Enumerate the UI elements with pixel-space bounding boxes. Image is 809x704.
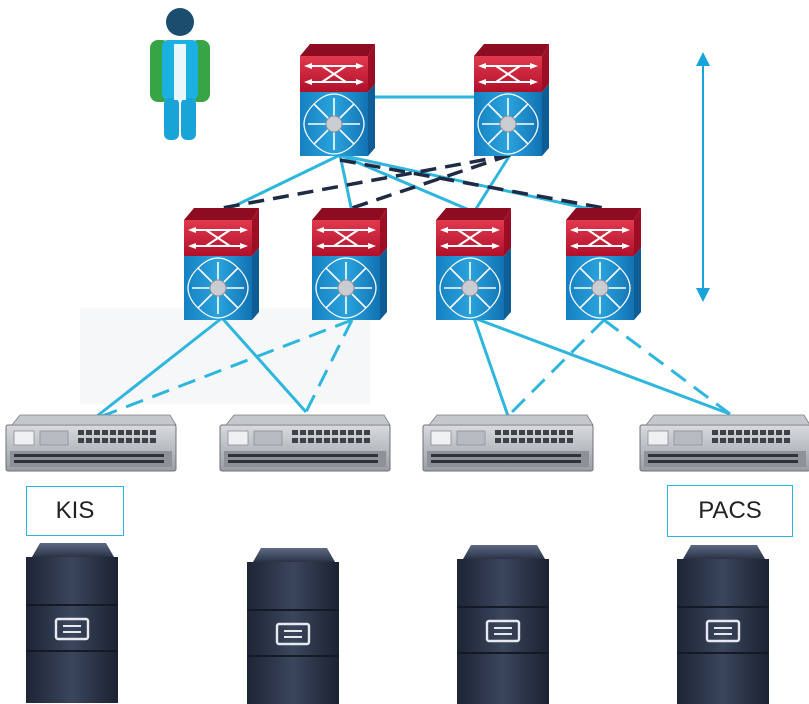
agg-switch-4 <box>565 207 642 321</box>
scale-arrow <box>696 52 710 302</box>
kis-label: KIS <box>26 486 124 536</box>
agg-switch-1 <box>183 207 260 321</box>
access-switch-1 <box>5 414 177 472</box>
core-agg-dashed-links <box>221 153 605 210</box>
core-agg-links <box>221 153 605 214</box>
access-switch-4 <box>639 414 809 472</box>
background-band <box>80 308 370 404</box>
access-switch-3 <box>422 414 594 472</box>
agg-switch-2 <box>311 207 388 321</box>
person-icon <box>150 8 210 140</box>
server-3 <box>455 543 551 704</box>
server-2 <box>245 546 341 704</box>
pacs-label: PACS <box>667 485 793 537</box>
access-switch-2 <box>219 414 391 472</box>
agg-switch-3 <box>435 207 512 321</box>
agg-access-dashed-links <box>91 318 731 422</box>
core-switch-1 <box>299 43 376 157</box>
agg-access-links <box>91 316 731 422</box>
server-1 <box>24 541 120 704</box>
server-4 <box>675 543 771 704</box>
core-switch-2 <box>473 43 550 157</box>
